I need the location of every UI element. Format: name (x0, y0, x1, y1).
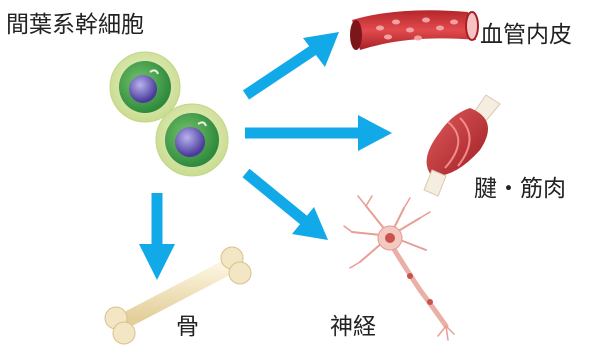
muscle-tendon-icon (424, 95, 500, 196)
bone-icon (105, 247, 251, 344)
neuron-icon (344, 196, 454, 340)
blood-vessel-icon (350, 10, 478, 50)
nucleus-icon (175, 127, 205, 157)
arrow-to-bone-icon (139, 193, 175, 280)
arrow-to-nerve-icon (246, 173, 328, 240)
stem-cell-lower (156, 104, 228, 176)
arrow-to-endothelium-icon (246, 32, 339, 95)
arrow-to-tendon-muscle-icon (245, 115, 392, 151)
nucleus-icon (129, 75, 157, 103)
